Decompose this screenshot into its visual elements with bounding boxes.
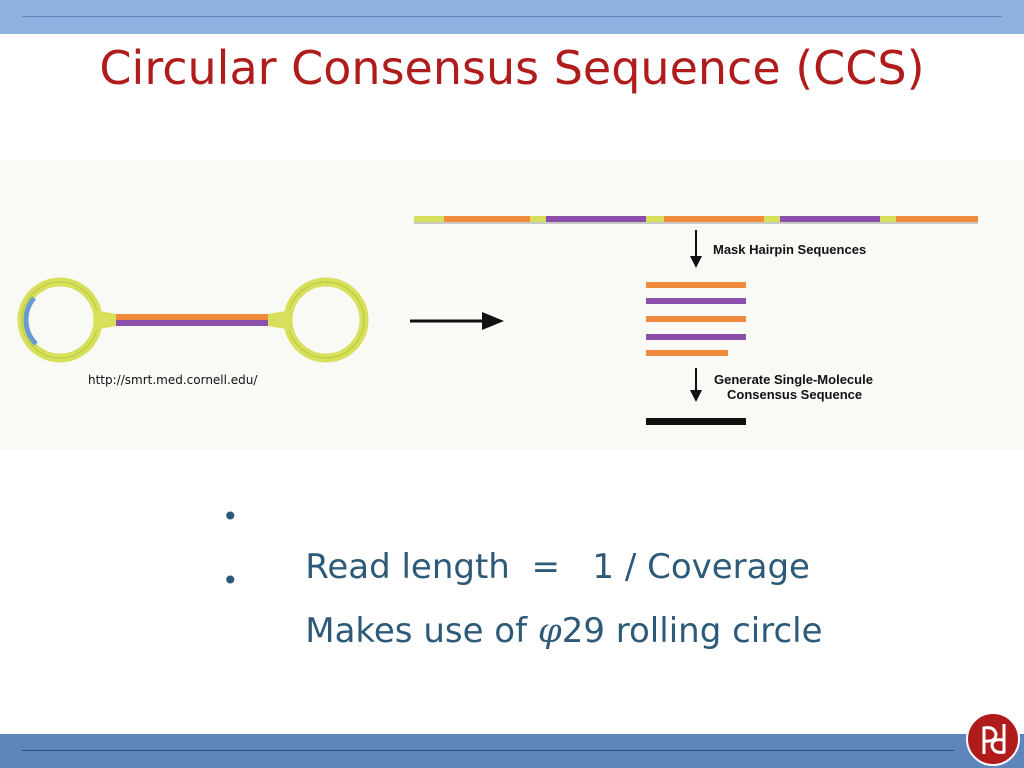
slide-title[interactable]: Circular Consensus Sequence (CCS) <box>99 41 925 95</box>
bullet-item[interactable]: • Read length = 1 / Coverage <box>222 492 823 587</box>
step2-label-line1: Generate Single-Molecule <box>714 372 873 387</box>
smrtbell-diagram <box>17 277 369 363</box>
bottom-banner <box>0 734 1024 768</box>
source-url[interactable]: http://smrt.med.cornell.edu/ <box>88 373 258 387</box>
down-arrow-icon <box>690 368 702 402</box>
right-arrow-icon <box>410 312 504 330</box>
bullet-list: • Read length = 1 / Coverage • Makes use o… <box>222 492 823 651</box>
step2-label-line2: Consensus Sequence <box>727 387 862 402</box>
down-arrow-icon <box>690 230 702 268</box>
polymerase-read <box>414 216 978 224</box>
ccs-figure[interactable]: Mask Hairpin Sequences Generate Single-M… <box>0 160 1024 450</box>
logo-icon <box>966 712 1020 766</box>
bullet-item[interactable]: • Makes use of φ29 rolling circle <box>222 556 823 651</box>
top-banner <box>0 0 1024 34</box>
bullet-glyph: • <box>222 500 239 533</box>
ccs-diagram: Mask Hairpin Sequences Generate Single-M… <box>17 216 978 425</box>
subread-stack <box>646 282 746 356</box>
consensus-sequence <box>646 418 746 425</box>
top-banner-rule <box>22 16 1002 17</box>
bullet-text-after: 29 rolling circle <box>561 611 823 651</box>
bullet-text: Read length = 1 / Coverage <box>305 547 810 587</box>
bottom-banner-rule <box>22 750 954 751</box>
step1-label: Mask Hairpin Sequences <box>713 242 866 257</box>
bullet-text: Makes use of <box>305 611 538 651</box>
phi-symbol: φ <box>537 611 562 651</box>
bullet-glyph: • <box>222 564 239 597</box>
